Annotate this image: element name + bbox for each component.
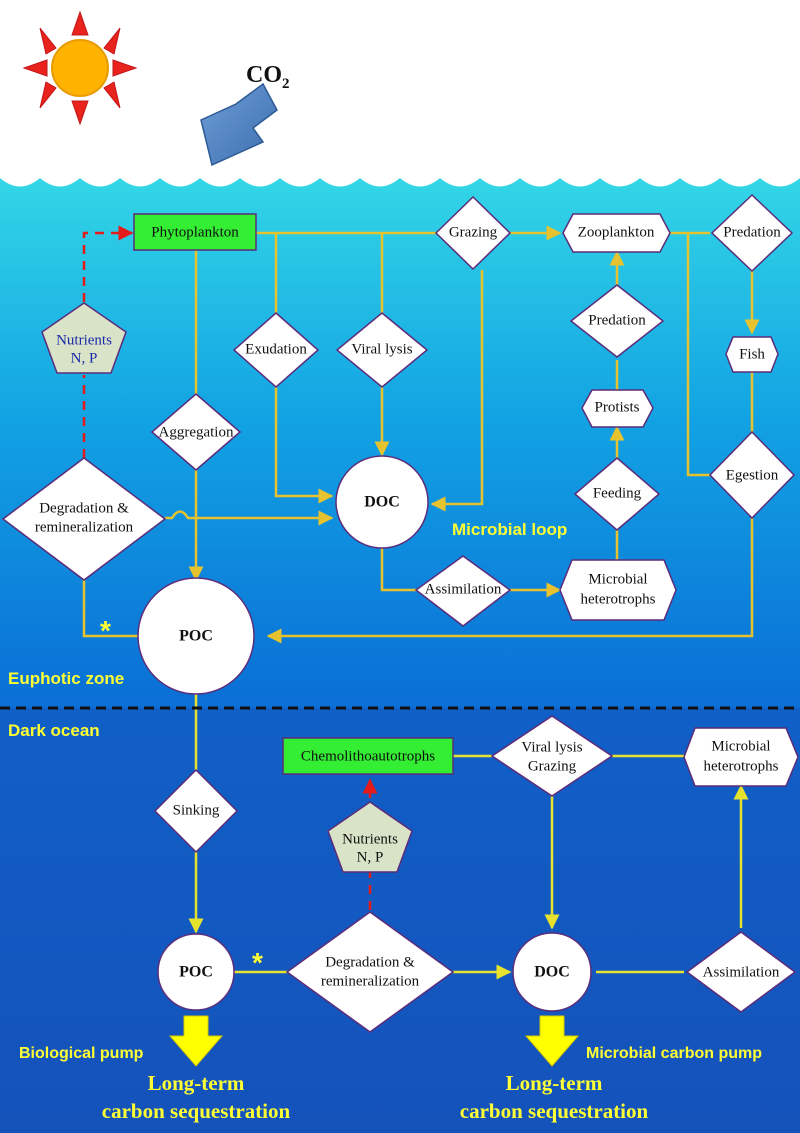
svg-text:Nutrients: Nutrients — [342, 831, 398, 847]
svg-text:Nutrients: Nutrients — [56, 332, 112, 348]
svg-text:remineralization: remineralization — [321, 973, 420, 989]
predation-node-top: Predation — [710, 193, 794, 273]
svg-text:Zooplankton: Zooplankton — [578, 224, 655, 240]
grazing-node-top: Grazing — [434, 195, 512, 271]
viral-lysis-grazing-node-bottom: Viral lysis Grazing — [490, 715, 614, 797]
microbial-carbon-pump-label: Microbial carbon pump — [586, 1045, 762, 1062]
svg-text:Microbial: Microbial — [588, 571, 647, 587]
sequestration-right-line1: Long-term — [506, 1071, 603, 1095]
svg-text:Chemolithoautotrophs: Chemolithoautotrophs — [301, 748, 435, 764]
svg-text:N, P: N, P — [71, 350, 98, 366]
svg-text:Viral lysis: Viral lysis — [351, 341, 412, 357]
sinking-node: Sinking — [153, 768, 239, 854]
euphotic-zone-label: Euphotic zone — [8, 669, 124, 688]
svg-text:Assimilation: Assimilation — [703, 964, 780, 980]
asterisk-top: * — [100, 615, 111, 646]
svg-text:heterotrophs: heterotrophs — [704, 758, 779, 774]
microbial-loop-label: Microbial loop — [452, 520, 567, 539]
svg-text:Exudation: Exudation — [245, 341, 307, 357]
dark-ocean-label: Dark ocean — [8, 721, 100, 740]
svg-text:heterotrophs: heterotrophs — [581, 591, 656, 607]
svg-text:Microbial: Microbial — [711, 738, 770, 754]
dark-ocean-flow-lines — [188, 686, 749, 980]
predation-node-mid: Predation — [569, 284, 665, 358]
dark-ocean-band — [0, 708, 800, 1133]
svg-text:Aggregation: Aggregation — [159, 424, 234, 440]
svg-text:Phytoplankton: Phytoplankton — [151, 224, 239, 240]
aggregation-node: Aggregation — [150, 393, 242, 471]
svg-text:N, P: N, P — [357, 849, 384, 865]
euphotic-flow-lines — [82, 225, 760, 644]
svg-text:Egestion: Egestion — [726, 467, 779, 483]
svg-text:Feeding: Feeding — [593, 485, 642, 501]
degradation-node-bottom: Degradation & remineralization — [285, 911, 455, 1033]
svg-text:Degradation &: Degradation & — [39, 500, 129, 516]
microbial-carbon-pump-arrow-icon — [524, 1015, 580, 1067]
assimilation-node-bottom: Assimilation — [685, 931, 797, 1013]
svg-text:Assimilation: Assimilation — [425, 581, 502, 597]
egestion-node: Egestion — [708, 430, 796, 520]
sequestration-left-line2: carbon sequestration — [102, 1099, 291, 1123]
chemolithoautotrophs-node: Chemolithoautotrophs — [282, 737, 454, 775]
nutrients-node-bottom: Nutrients N, P — [327, 801, 413, 873]
biological-pump-arrow-icon — [168, 1015, 224, 1067]
microbial-heterotrophs-node-top: Microbial heterotrophs — [559, 559, 677, 621]
microbial-heterotrophs-node-bottom: Microbial heterotrophs — [683, 727, 799, 787]
sequestration-right-line2: carbon sequestration — [460, 1099, 649, 1123]
co2-label: CO2 — [246, 62, 290, 92]
doc-node-bottom: DOC — [512, 932, 592, 1012]
viral-lysis-node-top: Viral lysis — [335, 312, 429, 388]
phytoplankton-node: Phytoplankton — [133, 213, 257, 251]
poc-node-top: POC — [137, 577, 255, 695]
zooplankton-node: Zooplankton — [562, 213, 671, 253]
protists-node: Protists — [581, 389, 654, 428]
svg-text:Sinking: Sinking — [173, 802, 220, 818]
svg-text:Grazing: Grazing — [528, 758, 577, 774]
svg-text:Degradation &: Degradation & — [325, 954, 415, 970]
asterisk-bottom: * — [252, 947, 263, 978]
poc-node-bottom: POC — [157, 933, 235, 1011]
svg-text:remineralization: remineralization — [35, 519, 134, 535]
svg-text:DOC: DOC — [534, 964, 570, 981]
degradation-node-top: Degradation & remineralization — [1, 457, 167, 581]
biological-pump-label: Biological pump — [19, 1045, 144, 1062]
fish-node: Fish — [725, 336, 779, 373]
sequestration-left-line1: Long-term — [148, 1071, 245, 1095]
svg-text:POC: POC — [179, 964, 213, 981]
svg-text:POC: POC — [179, 628, 213, 645]
svg-text:Viral lysis: Viral lysis — [521, 739, 582, 755]
sun-icon — [22, 10, 138, 126]
svg-text:Predation: Predation — [588, 312, 646, 328]
exudation-node: Exudation — [232, 312, 320, 388]
svg-text:Protists: Protists — [594, 399, 639, 415]
svg-text:Predation: Predation — [723, 224, 781, 240]
assimilation-node-top: Assimilation — [414, 555, 512, 627]
co2-arrow-icon — [200, 82, 278, 167]
svg-text:DOC: DOC — [364, 494, 400, 511]
doc-node-top: DOC — [335, 455, 429, 549]
svg-text:Fish: Fish — [739, 346, 765, 362]
svg-text:Grazing: Grazing — [449, 224, 498, 240]
feeding-node: Feeding — [573, 457, 661, 531]
nutrients-node-top: Nutrients N, P — [41, 302, 127, 374]
